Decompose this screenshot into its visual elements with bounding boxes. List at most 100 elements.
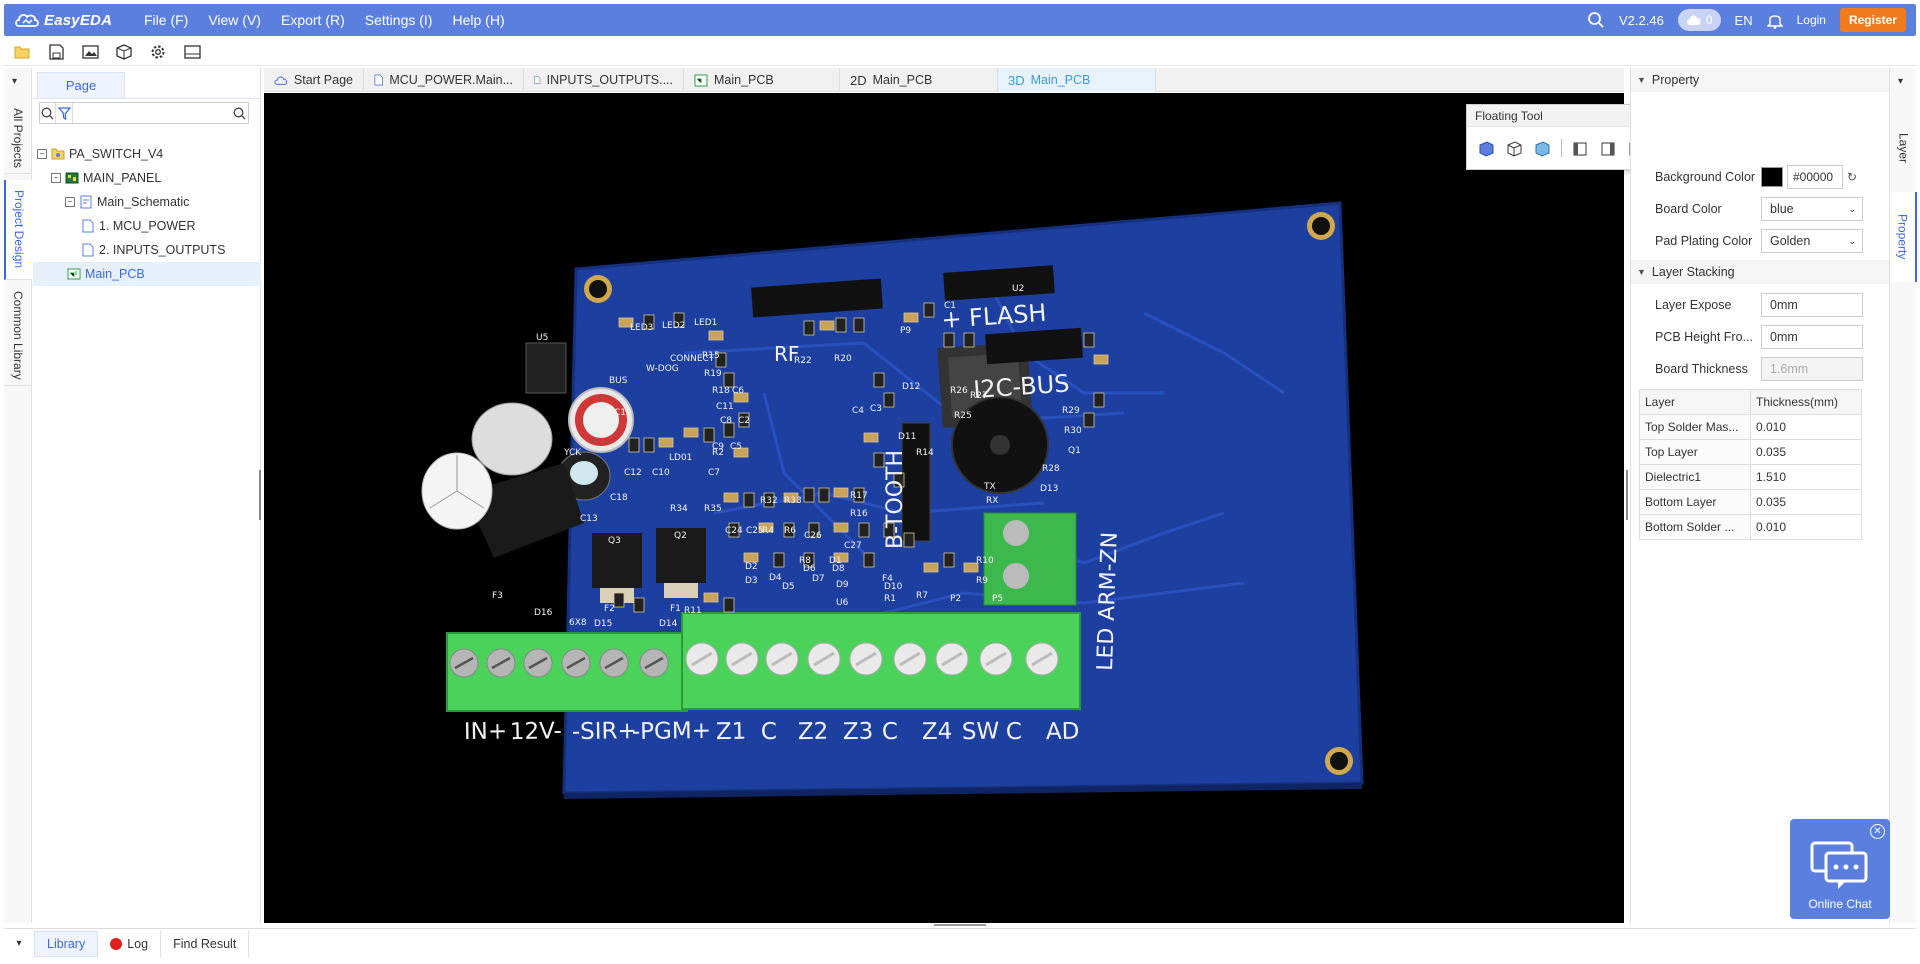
tab-main-pcb-2d[interactable]: 2D Main_PCB [840, 68, 998, 92]
smd-resistor [704, 428, 714, 442]
table-header: Thickness(mm) [1751, 390, 1862, 415]
pcb-3d-viewport[interactable]: IN+12V--SIR+-PGM+Z1CZ2Z3CZ4SWCADLED ARM-… [264, 93, 1624, 923]
section-layer-stacking[interactable]: ▼ Layer Stacking [1631, 260, 1889, 284]
collapse-icon[interactable]: − [65, 197, 75, 207]
board-color-select[interactable]: blue ⌄ [1761, 197, 1863, 221]
layer-thickness[interactable]: 0.010 [1751, 515, 1862, 540]
pin-icon[interactable]: ▾ [1898, 76, 1903, 87]
silk-ref-label: Q3 [608, 536, 621, 546]
sheet-icon [81, 243, 95, 257]
panel-icon[interactable] [182, 42, 202, 62]
layer-thickness[interactable]: 0.035 [1751, 440, 1862, 465]
search-input[interactable] [73, 103, 232, 123]
folder-icon[interactable] [12, 42, 32, 62]
tab-inputs-outputs[interactable]: INPUTS_OUTPUTS.... [524, 68, 684, 92]
vtab-layer[interactable]: Layer [1890, 108, 1917, 188]
sheet-icon [81, 219, 95, 233]
smd-capacitor [709, 331, 723, 340]
smd-resistor [614, 593, 624, 607]
image-icon[interactable] [80, 42, 100, 62]
login-link[interactable]: Login [1797, 13, 1826, 27]
tab-main-pcb-3d[interactable]: 3D Main_PCB [998, 68, 1156, 92]
layer-expose-input[interactable]: 0mm [1761, 293, 1863, 317]
view-front-icon[interactable] [1505, 139, 1524, 158]
smd-resistor [634, 598, 644, 612]
tree-item-project[interactable]: − PA_SWITCH_V4 [33, 142, 261, 166]
silk-top-label: B-TOOTH [883, 450, 908, 549]
collapse-icon[interactable]: − [51, 173, 61, 183]
silk-bottom-label: -PGM+ [632, 718, 712, 745]
smd-capacitor [724, 493, 738, 502]
silk-ref-label: R30 [1064, 426, 1082, 436]
tree-item-board[interactable]: − MAIN_PANEL [33, 166, 261, 190]
tab-log[interactable]: Log [98, 931, 161, 957]
tab-prefix-3d: 3D [1008, 73, 1025, 88]
left-splitter[interactable] [259, 470, 263, 520]
view-right-icon[interactable] [1599, 139, 1618, 158]
section-property[interactable]: ▼ Property [1631, 68, 1889, 92]
menu-settings[interactable]: Settings (I) [355, 12, 443, 28]
menu-help[interactable]: Help (H) [442, 12, 514, 28]
table-row: Dielectric1 1.510 [1640, 465, 1862, 490]
app-logo[interactable]: EasyEDA [14, 11, 124, 29]
search-icon[interactable] [1587, 11, 1605, 29]
menu-export[interactable]: Export (R) [271, 12, 355, 28]
layer-thickness[interactable]: 0.010 [1751, 415, 1862, 440]
vtab-project-design[interactable]: Project Design [4, 180, 32, 280]
close-icon[interactable]: ✕ [1870, 824, 1885, 839]
smd-resistor [924, 303, 934, 317]
tree-item-pcb[interactable]: Main_PCB [33, 262, 261, 286]
view-iso-icon[interactable] [1533, 139, 1552, 158]
settings-icon[interactable] [148, 42, 168, 62]
tab-main-pcb[interactable]: Main_PCB [684, 68, 840, 92]
capacitor-large-2-top [570, 461, 598, 485]
silk-ref-label: YCK [563, 448, 582, 458]
tab-page[interactable]: Page [37, 72, 125, 98]
select-value: Golden [1770, 234, 1810, 248]
tree-label: Main_PCB [85, 267, 145, 281]
tree-item-sheet[interactable]: 1. MCU_POWER [33, 214, 261, 238]
menu-view[interactable]: View (V) [198, 12, 271, 28]
layer-thickness[interactable]: 0.035 [1751, 490, 1862, 515]
color-swatch[interactable] [1761, 167, 1783, 187]
vtab-common-library[interactable]: Common Library [4, 286, 32, 386]
collapse-icon[interactable]: − [37, 149, 47, 159]
silk-ref-label: R20 [834, 354, 852, 364]
silk-ref-label: LED1 [694, 318, 717, 328]
package-icon[interactable] [114, 42, 134, 62]
color-hex-input[interactable]: #00000 [1787, 165, 1843, 189]
silk-ref-label: C3 [870, 404, 882, 414]
online-chat-button[interactable]: ✕ Online Chat [1790, 819, 1890, 919]
reset-icon[interactable]: ↻ [1847, 170, 1857, 184]
language-switch[interactable]: EN [1735, 13, 1753, 28]
smd-resistor [744, 493, 754, 507]
layer-thickness[interactable]: 1.510 [1751, 465, 1862, 490]
tree-item-schematic[interactable]: − Main_Schematic [33, 190, 261, 214]
save-icon[interactable] [46, 42, 66, 62]
pin-icon[interactable]: ▾ [4, 938, 34, 949]
view-left-icon[interactable] [1571, 139, 1590, 158]
pin-icon[interactable]: ▾ [12, 76, 17, 87]
vtab-property[interactable]: Property [1890, 192, 1917, 282]
tab-library[interactable]: Library [34, 931, 98, 957]
register-button[interactable]: Register [1840, 8, 1906, 32]
view-top-icon[interactable] [1477, 139, 1496, 158]
search-submit-icon[interactable] [232, 107, 248, 120]
table-row: Bottom Solder ... 0.010 [1640, 515, 1862, 540]
pad-plating-select[interactable]: Golden ⌄ [1761, 229, 1863, 253]
search-icon[interactable] [40, 103, 56, 123]
vtab-all-projects[interactable]: All Projects [4, 104, 32, 174]
pcb-height-input[interactable]: 0mm [1761, 325, 1863, 349]
tab-mcu-power[interactable]: MCU_POWER.Main... [364, 68, 524, 92]
cloud-sync-badge[interactable]: 0 [1678, 9, 1721, 31]
tab-start-page[interactable]: Start Page [264, 68, 364, 92]
silk-ref-label: C1 [944, 301, 956, 311]
prop-label: Board Color [1631, 202, 1761, 216]
bell-icon[interactable] [1767, 12, 1783, 29]
tab-find-result[interactable]: Find Result [161, 931, 249, 957]
chevron-down-icon: ⌄ [1848, 236, 1856, 247]
tree-item-sheet[interactable]: 2. INPUTS_OUTPUTS [33, 238, 261, 262]
menu-file[interactable]: File (F) [134, 12, 198, 28]
smd-resistor [854, 318, 864, 332]
filter-icon[interactable] [56, 103, 72, 123]
